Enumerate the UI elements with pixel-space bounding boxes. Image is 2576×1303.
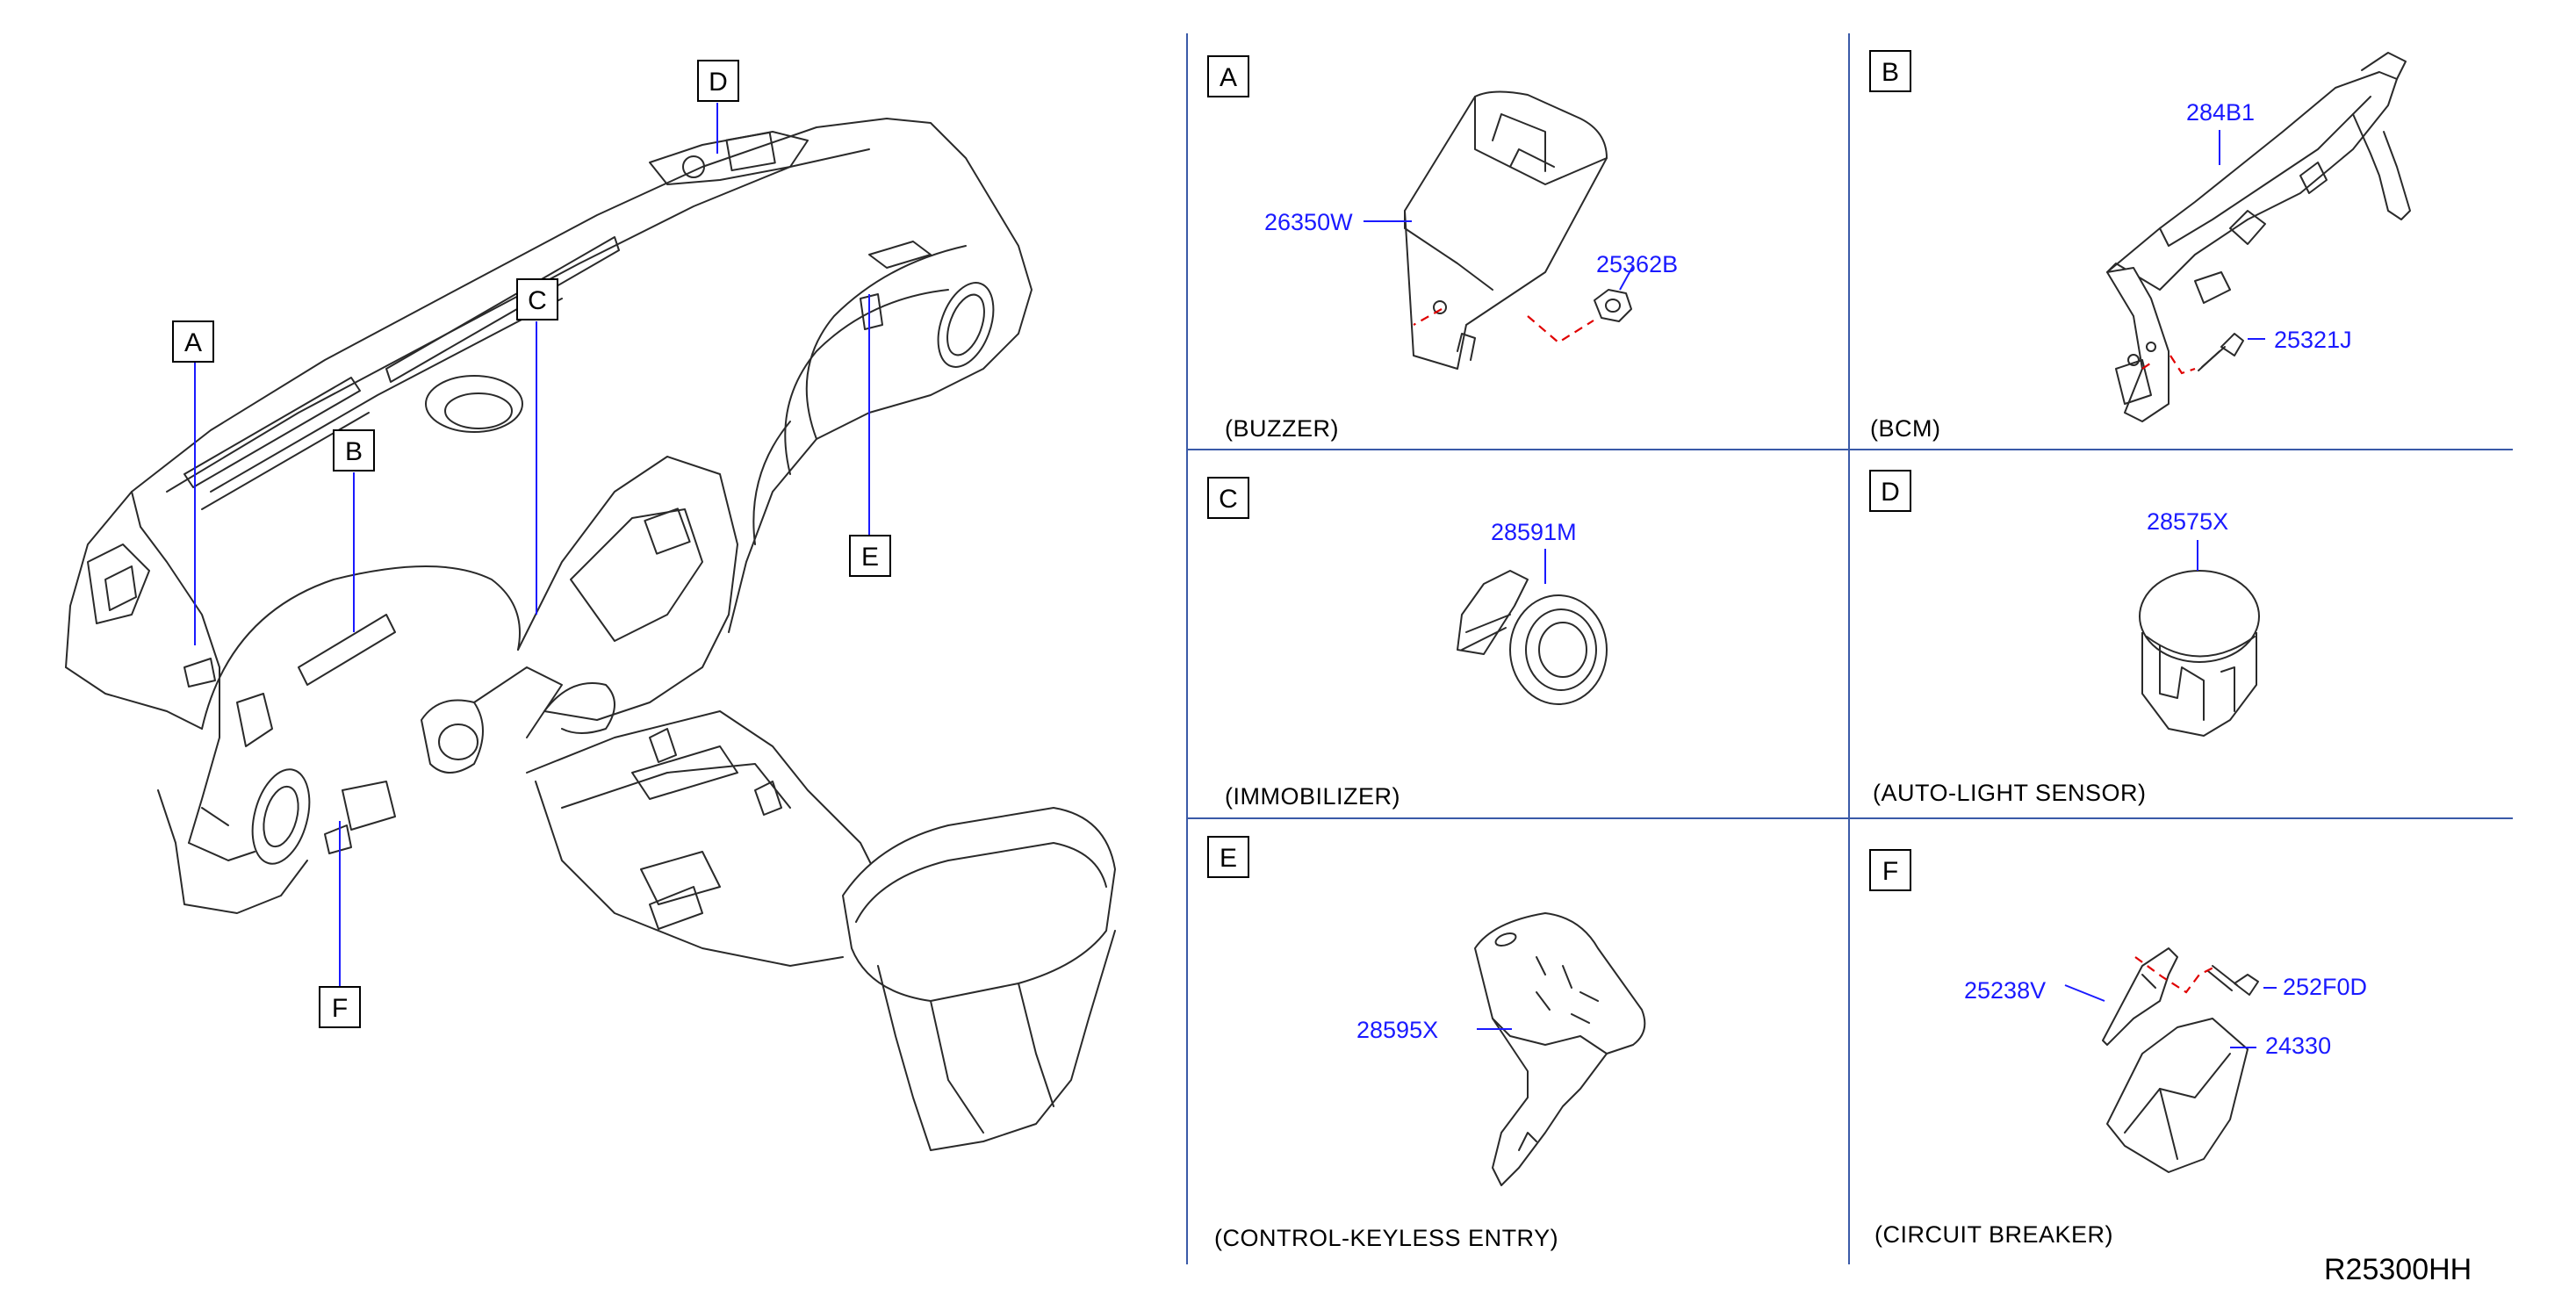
callout-c: C [528, 286, 547, 315]
panel-immobilizer: C 28591M (IMMOBILIZER) [1207, 477, 1608, 810]
panel-auto-light-sensor: D 28575X (AUTO-LIGHT SENSOR) [1869, 470, 2260, 806]
callout-b: B [345, 437, 363, 466]
panel-d-letter: D [1881, 478, 1900, 507]
part-25362b: 25362B [1596, 251, 1678, 277]
panel-a-letter: A [1220, 63, 1237, 92]
caption-control-keyless-entry: (CONTROL-KEYLESS ENTRY) [1214, 1225, 1558, 1251]
panel-buzzer: A 26350W 25362B (BUZZER) [1207, 55, 1678, 442]
part-28575x: 28575X [2147, 508, 2228, 535]
caption-immobilizer: (IMMOBILIZER) [1225, 783, 1400, 810]
callout-a: A [184, 328, 202, 357]
diagram-reference-code: R25300HH [2324, 1253, 2472, 1286]
callout-e: E [861, 543, 879, 572]
dashboard-overview-illustration: A B C D E F [65, 60, 1116, 1151]
part-252f0d: 252F0D [2283, 974, 2367, 1000]
part-26350w: 26350W [1264, 209, 1353, 235]
part-28591m: 28591M [1491, 519, 1577, 545]
panel-f-letter: F [1882, 857, 1898, 886]
panel-circuit-breaker: F 25238V 252F0D 24330 (CIRCUIT BREAKER) [1869, 849, 2367, 1248]
part-24330: 24330 [2265, 1033, 2331, 1059]
callout-d: D [709, 68, 728, 97]
callout-f: F [332, 994, 348, 1023]
caption-circuit-breaker: (CIRCUIT BREAKER) [1874, 1221, 2113, 1248]
panel-grid-dividers [1186, 33, 2513, 1264]
caption-auto-light-sensor: (AUTO-LIGHT SENSOR) [1873, 780, 2147, 806]
panel-e-letter: E [1220, 844, 1237, 873]
caption-buzzer: (BUZZER) [1225, 415, 1339, 442]
part-284b1: 284B1 [2186, 99, 2255, 126]
caption-bcm: (BCM) [1870, 415, 1940, 442]
part-25321j: 25321J [2274, 327, 2352, 353]
panel-control-keyless-entry: E 28595X (CONTROL-KEYLESS ENTRY) [1207, 836, 1646, 1251]
panel-b-letter: B [1882, 58, 1899, 87]
panel-c-letter: C [1219, 485, 1238, 514]
part-25238v: 25238V [1964, 977, 2046, 1004]
part-28595x: 28595X [1356, 1017, 1438, 1043]
panel-bcm: B 284B1 25321J (BCM) [1869, 50, 2411, 442]
